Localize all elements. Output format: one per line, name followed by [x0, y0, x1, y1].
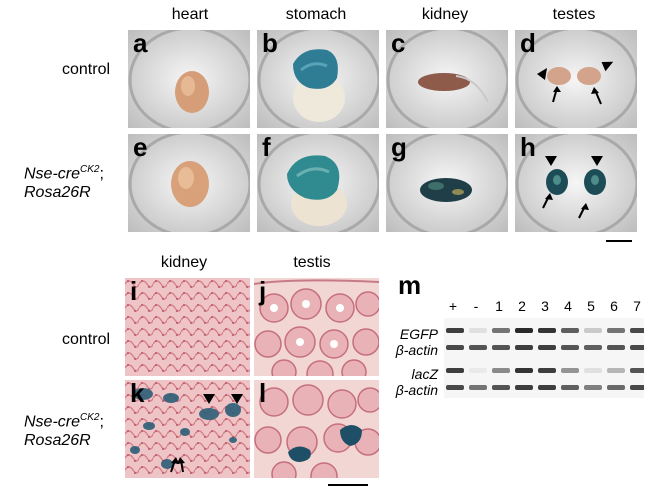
- gel-band-egfp--: [469, 328, 487, 333]
- gel-band-actin1-4: [561, 345, 579, 350]
- panel-letter-a: a: [133, 30, 148, 58]
- panel-g-kidney-mutant: g: [386, 134, 508, 232]
- panel-letter-c: c: [391, 30, 406, 58]
- gel-lane-label: +: [448, 298, 458, 314]
- row-label-mutant-bottom: Nse-creCK2; Rosa26R: [24, 412, 104, 450]
- gel-band-actin1-1: [492, 345, 510, 350]
- gel-band-egfp-2: [515, 328, 533, 333]
- gel-image: [444, 318, 644, 398]
- row-label-control-bottom: control: [62, 331, 111, 348]
- panel-letter-b: b: [262, 30, 278, 58]
- gel-band-lacz-3: [538, 368, 556, 373]
- col-header-kidney-bottom: kidney: [160, 254, 208, 271]
- panel-letter-m: m: [398, 270, 422, 300]
- panel-letter-i: i: [130, 278, 138, 306]
- gel-band-lacz-6: [607, 368, 625, 373]
- gel-band-actin1-7: [630, 345, 644, 350]
- panel-a-heart-control: a: [128, 30, 250, 128]
- gel-band-egfp-7: [630, 328, 644, 333]
- row-label-mutant-top: Nse-creCK2; Rosa26R: [24, 164, 104, 202]
- gel-lane-label: 7: [633, 298, 641, 314]
- gel-band-actin2--: [469, 385, 487, 390]
- gel-band-actin2-6: [607, 385, 625, 390]
- panel-f-stomach-mutant: f: [257, 134, 379, 232]
- gel-band-egfp-3: [538, 328, 556, 333]
- row-label-control-top: control: [62, 61, 111, 78]
- gel-band-lacz-4: [561, 368, 579, 373]
- col-header-testis-bottom: testis: [293, 254, 331, 271]
- gel-lane-label: 4: [564, 298, 572, 314]
- panel-letter-l: l: [259, 380, 267, 408]
- gel-lane-label: 2: [518, 298, 526, 314]
- gel-lane-label: 1: [495, 298, 503, 314]
- gel-band-actin2-3: [538, 385, 556, 390]
- gel-band-lacz-1: [492, 368, 510, 373]
- gel-lane-label: 3: [541, 298, 549, 314]
- gel-lane-label: 6: [610, 298, 618, 314]
- gel-band-egfp-6: [607, 328, 625, 333]
- gel-band-lacz-5: [584, 368, 602, 373]
- gel-band-actin2-1: [492, 385, 510, 390]
- col-header-stomach: stomach: [285, 6, 347, 23]
- gel-band-egfp-4: [561, 328, 579, 333]
- panel-letter-g: g: [391, 134, 407, 162]
- panel-l-testis-histology-mutant: l: [254, 380, 379, 478]
- panel-letter-h: h: [520, 134, 536, 162]
- gel-row-label-lacz: lacZ: [411, 366, 438, 382]
- scale-bar-bottom: [328, 484, 368, 486]
- gel-band-actin2-+: [446, 385, 464, 390]
- gel-band-lacz-7: [630, 368, 644, 373]
- panel-letter-j: j: [259, 278, 267, 306]
- panel-d-testes-control: d: [515, 30, 637, 128]
- panel-letter-d: d: [520, 30, 536, 58]
- gel-band-actin1--: [469, 345, 487, 350]
- gel-band-actin1-5: [584, 345, 602, 350]
- col-header-kidney: kidney: [421, 6, 469, 23]
- gel-band-egfp-5: [584, 328, 602, 333]
- gel-band-actin2-2: [515, 385, 533, 390]
- panel-letter-k: k: [130, 380, 145, 408]
- panel-k-kidney-histology-mutant: k: [125, 380, 250, 478]
- gel-row-label-egfp: EGFP: [399, 326, 438, 342]
- panel-j-testis-histology-control: j: [254, 278, 379, 376]
- gel-band-actin1-+: [446, 345, 464, 350]
- gel-band-actin1-6: [607, 345, 625, 350]
- col-header-heart: heart: [171, 6, 209, 23]
- gel-band-actin2-7: [630, 385, 644, 390]
- scale-bar-top: [606, 240, 632, 242]
- panel-letter-f: f: [262, 134, 271, 162]
- gel-band-lacz--: [469, 368, 487, 373]
- gel-band-actin2-5: [584, 385, 602, 390]
- col-header-testes: testes: [552, 6, 596, 23]
- panel-b-stomach-control: b: [257, 30, 379, 128]
- gel-band-actin1-2: [515, 345, 533, 350]
- panel-i-kidney-histology-control: i: [125, 278, 250, 376]
- gel-lane-label: 5: [587, 298, 595, 314]
- panel-e-heart-mutant: e: [128, 134, 250, 232]
- panel-h-testes-mutant: h: [515, 134, 637, 232]
- gel-band-lacz-+: [446, 368, 464, 373]
- gel-row-label-actin-1: β-actin: [395, 342, 438, 358]
- gel-band-lacz-2: [515, 368, 533, 373]
- panel-letter-e: e: [133, 134, 148, 162]
- panel-c-kidney-control: c: [386, 30, 508, 128]
- gel-lane-label: -: [473, 298, 479, 314]
- gel-band-egfp-+: [446, 328, 464, 333]
- gel-band-actin2-4: [561, 385, 579, 390]
- gel-row-label-actin-2: β-actin: [395, 382, 438, 398]
- gel-band-egfp-1: [492, 328, 510, 333]
- gel-band-actin1-3: [538, 345, 556, 350]
